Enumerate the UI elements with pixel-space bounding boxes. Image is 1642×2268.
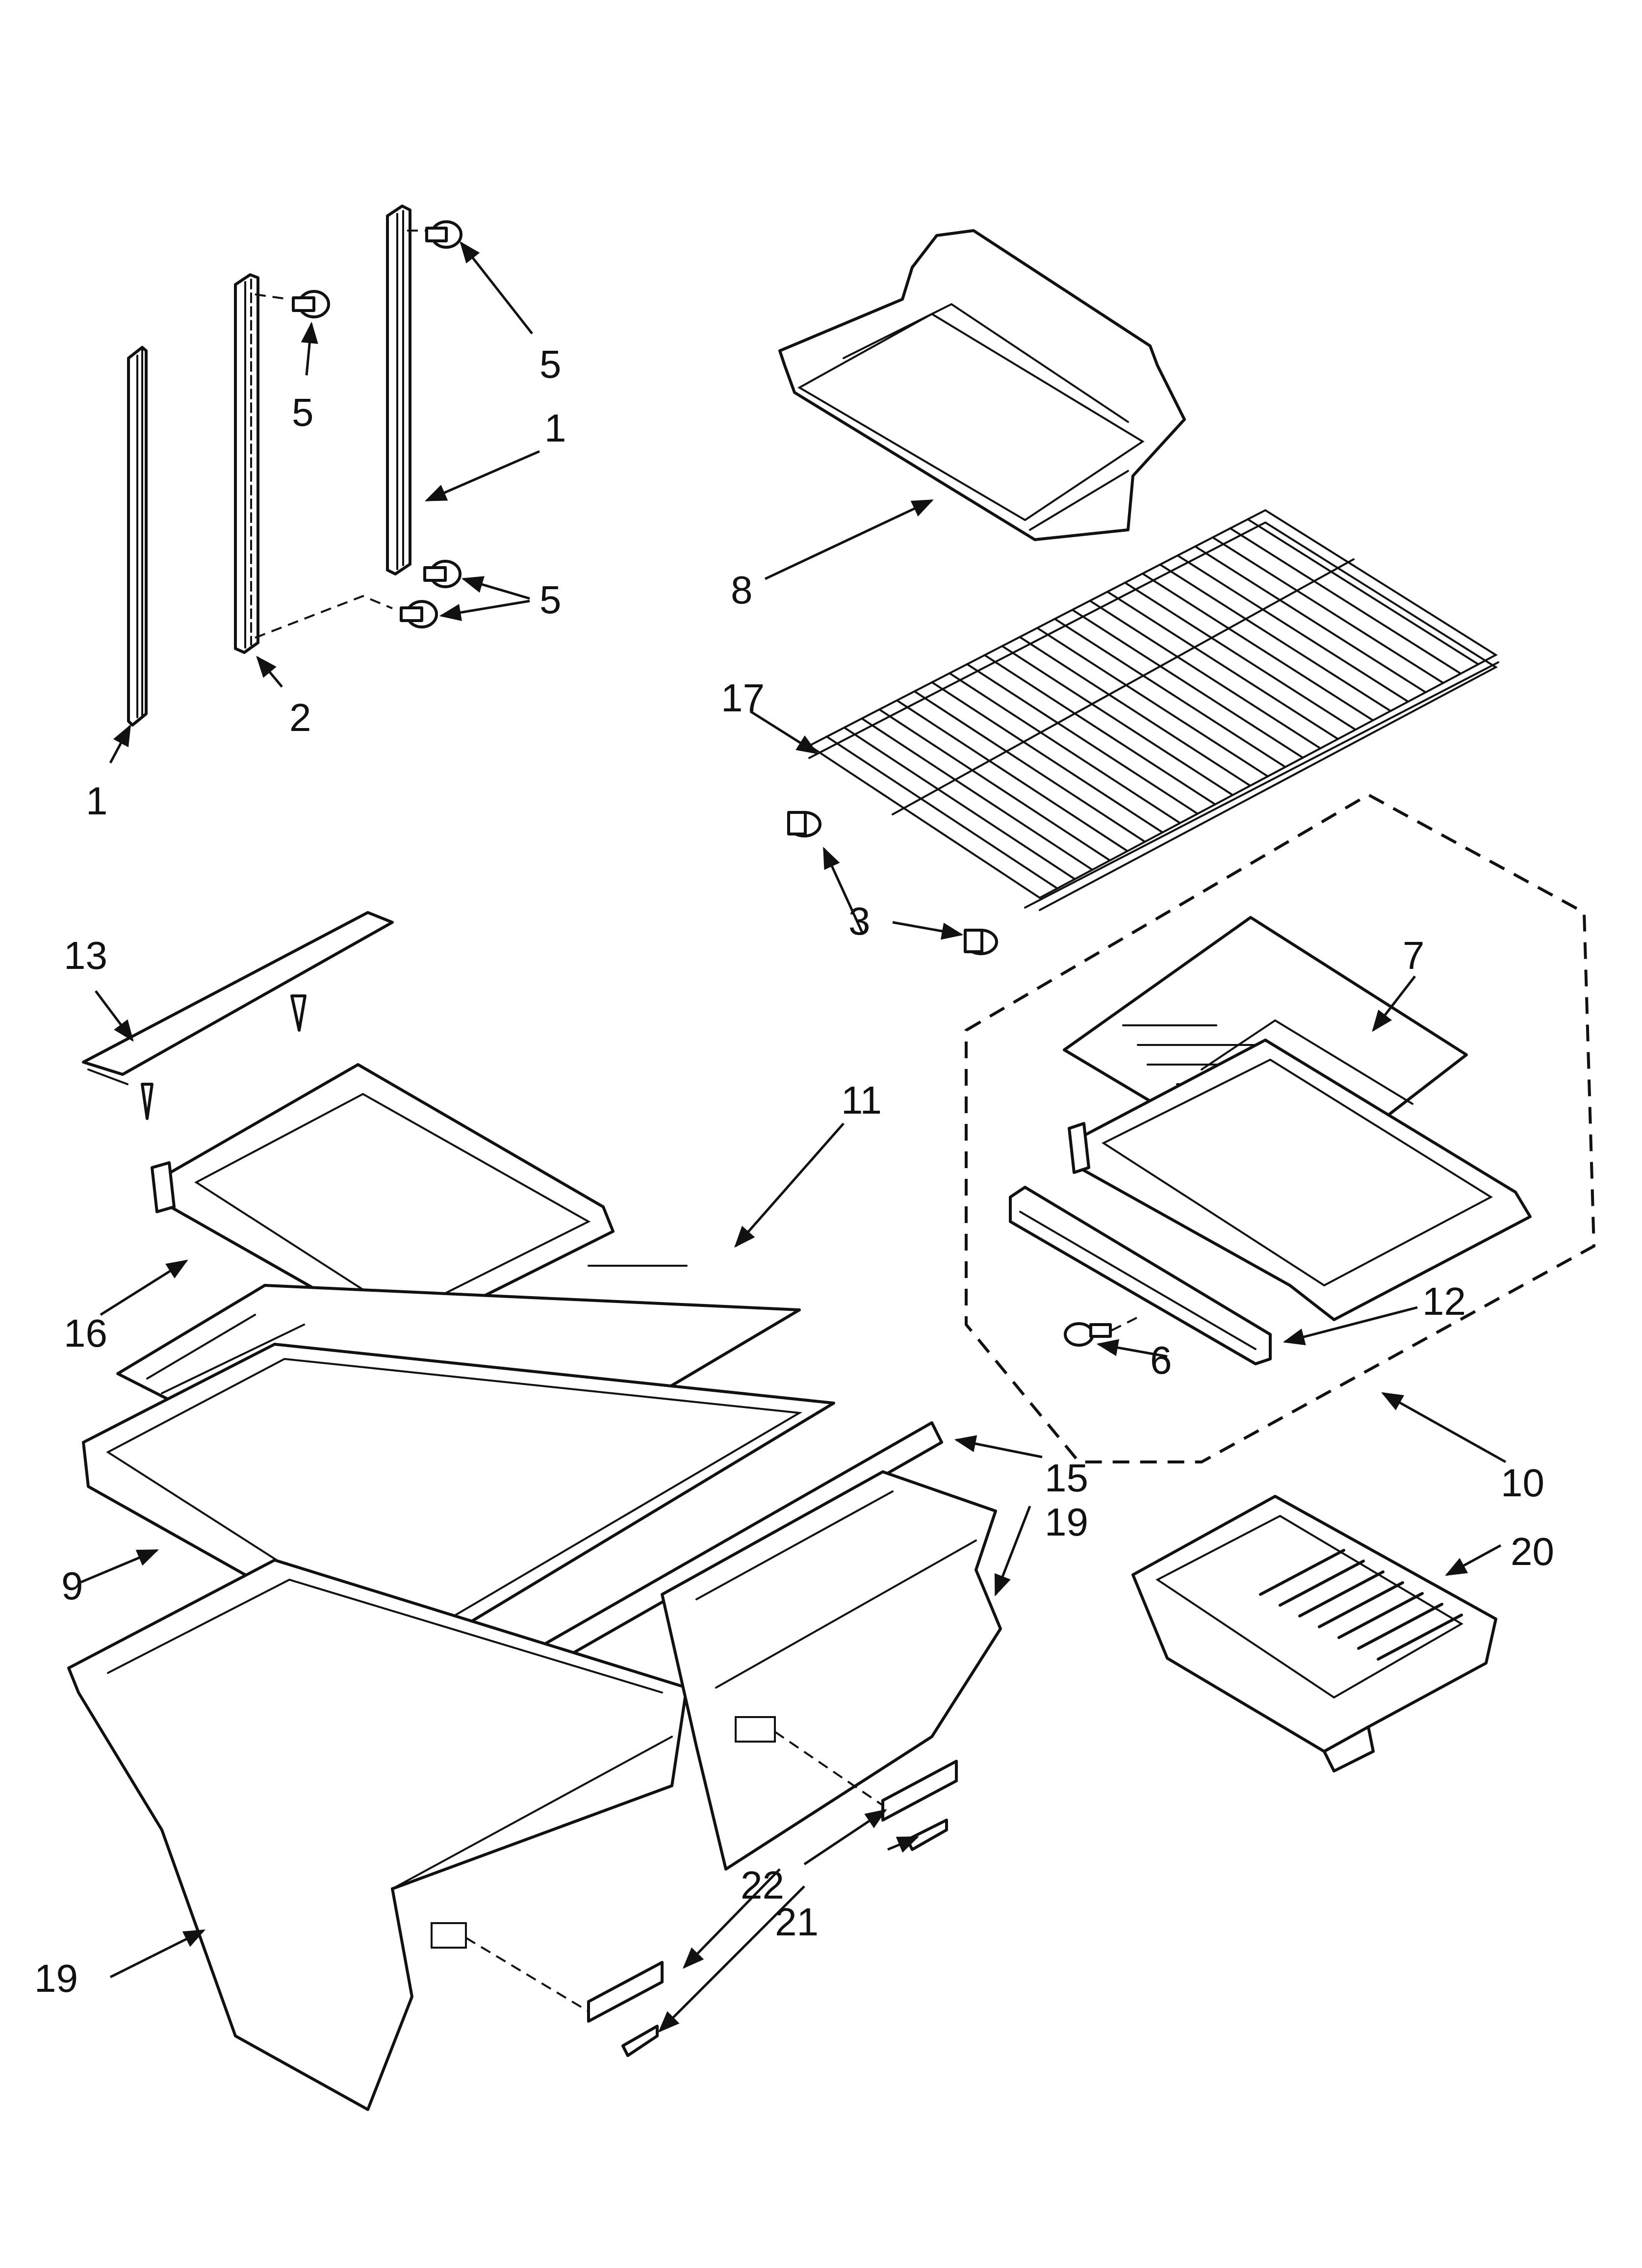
crisper-drawer-left [67,1559,688,2111]
front-trim [1009,1186,1272,1365]
drawer-rib [1377,1614,1463,1661]
callout-2: 2 [289,696,311,739]
meat-drawer [1131,1495,1497,1773]
drawer-rib [1298,1570,1385,1617]
shelf-rail-center [234,273,259,654]
drawer-rib [1357,1603,1443,1650]
wire-bar [966,663,1199,815]
wire-bar [931,681,1164,834]
callout-19-left: 19 [34,1956,78,2000]
callout-10: 10 [1501,1461,1544,1505]
wire-bar [1141,573,1374,722]
drawer-rib [1259,1549,1345,1596]
wire-bar [949,672,1181,824]
wire-bar [1194,545,1427,694]
wire-bar [1019,636,1252,787]
callout-5-top-right: 5 [539,342,562,386]
shelf-assembly-boundary [965,793,1596,1463]
callout-1-left: 1 [86,779,108,823]
screw-rail-center [255,290,330,318]
crisper-drawer-right [661,1470,1002,1871]
wire-bar [1211,536,1444,684]
shelf-rail-left [127,346,148,727]
wire-shelf [807,509,1499,911]
drawer-rib [1279,1560,1365,1607]
callout-labels: 5 5 1 5 2 1 8 17 3 7 13 11 16 12 6 10 15… [34,342,1554,2000]
wire-bar [1036,627,1269,778]
callout-6: 6 [1150,1338,1172,1382]
meat-drawer-ribs [1259,1549,1463,1661]
callout-8: 8 [731,568,753,612]
callout-22: 22 [741,1863,784,1907]
callout-11: 11 [841,1078,882,1122]
callout-15: 15 [1045,1456,1088,1500]
storage-bin [778,229,1186,541]
wire-bar [843,727,1076,880]
wire-bar [861,717,1094,871]
crisper-cover-top [82,911,394,1120]
wire-bar [913,690,1146,843]
wire-bar [825,735,1058,889]
shelf-stop-right [964,929,998,955]
callout-17: 17 [721,676,765,720]
drawer-rib [1318,1581,1404,1628]
wire-bar [1124,581,1357,731]
callout-9: 9 [61,1564,83,1608]
shelf-stop-left [787,811,821,837]
wire-bar [1001,645,1234,796]
shelf-frame-small [1068,1039,1532,1321]
callout-7: 7 [1403,934,1425,977]
drawer-rib [1337,1592,1424,1639]
callout-3: 3 [848,899,871,943]
wire-bar [1159,563,1392,712]
callout-20: 20 [1511,1530,1554,1573]
wire-bar [983,654,1216,806]
callout-21: 21 [775,1900,819,1944]
shelf-rail-right [386,205,411,575]
screw-rail-top [407,220,462,249]
callout-1-right: 1 [544,406,566,450]
callout-13: 13 [64,934,107,977]
shelf-frame-large [151,1063,615,1341]
callout-16: 16 [64,1311,107,1355]
wire-bar [1071,609,1304,759]
wire-bar [1247,518,1480,666]
wire-bar [896,699,1129,852]
screw-rail-lower-b [255,595,438,639]
leader-lines [80,241,1507,2033]
wire-bar [1089,600,1322,750]
wire-bar [1106,591,1339,740]
callout-5-center: 5 [292,391,314,434]
wire-bar [1229,527,1462,675]
screw-rail-lower-a [423,560,462,588]
callout-12: 12 [1422,1279,1466,1323]
callout-19-right: 19 [1045,1500,1088,1544]
wire-bar [1053,618,1286,768]
callout-5-lower: 5 [539,578,562,622]
screw-trim [1064,1314,1143,1347]
wire-bar [1177,554,1410,703]
wire-shelf-bars [825,518,1480,889]
drawer-clip-left [465,1937,664,2057]
wire-bar [878,708,1111,861]
